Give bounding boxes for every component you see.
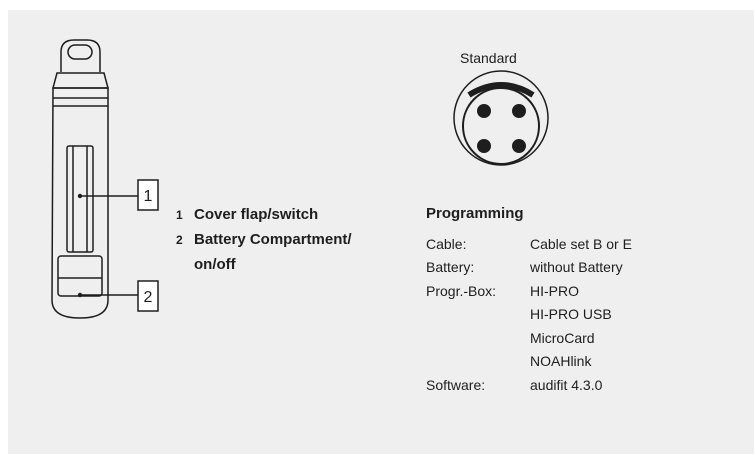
battery-compartment — [57, 255, 103, 297]
device-top-band — [52, 72, 109, 89]
callout-legend: 1 Cover flap/switch 2 Battery Compartmen… — [176, 202, 352, 277]
row-key: Battery: — [426, 259, 475, 276]
callout-box-1 — [137, 179, 159, 211]
legend-number: 1 — [176, 207, 183, 222]
programming-title: Programming — [426, 205, 524, 222]
legend-label: Battery Compartment/ — [194, 231, 352, 248]
standard-connector — [453, 70, 549, 166]
row-value: HI-PRO USB — [530, 306, 612, 323]
row-key: Software: — [426, 376, 486, 393]
legend-item: 1 Cover flap/switch — [176, 202, 352, 227]
table-row: NOAHlink — [426, 350, 632, 374]
callout-dot-1 — [77, 193, 83, 199]
row-key: Cable: — [426, 235, 467, 252]
device-loop-hole — [67, 44, 93, 60]
table-row: Cable: Cable set B or E — [426, 232, 632, 256]
diagram-panel — [8, 10, 754, 454]
table-row: MicroCard — [426, 326, 632, 350]
connector-inner-ring — [462, 87, 540, 165]
row-value: HI-PRO — [530, 282, 579, 299]
table-row: Battery: without Battery — [426, 256, 632, 280]
legend-item: 2 Battery Compartment/ — [176, 227, 352, 252]
table-row: HI-PRO USB — [426, 303, 632, 327]
device-loop — [60, 39, 101, 72]
legend-label: Cover flap/switch — [194, 206, 319, 223]
programming-table: Cable: Cable set B or E Battery: without… — [426, 232, 632, 397]
row-value: Cable set B or E — [530, 235, 632, 252]
row-value: without Battery — [530, 259, 623, 276]
connector-pin — [477, 139, 491, 153]
hearing-aid-device — [51, 39, 159, 319]
callout-number-1: 1 — [144, 188, 153, 205]
row-key — [426, 350, 530, 374]
row-value: MicroCard — [530, 329, 595, 346]
cover-flap-window — [66, 145, 94, 253]
row-key — [426, 303, 530, 327]
row-key: Progr.-Box: — [426, 282, 497, 299]
connector-label: Standard — [460, 50, 517, 66]
table-row: Progr.-Box: HI-PRO — [426, 279, 632, 303]
callout-dot-2 — [77, 292, 83, 298]
callout-dots — [77, 193, 83, 298]
row-value: audifit 4.3.0 — [530, 376, 603, 393]
callout-box-2 — [137, 280, 159, 312]
table-row: Software: audifit 4.3.0 — [426, 373, 632, 397]
row-value: NOAHlink — [530, 353, 592, 370]
connector-pin — [512, 139, 526, 153]
legend-number: 2 — [176, 232, 183, 247]
connector-key-arc — [467, 82, 535, 98]
device-body — [51, 87, 109, 319]
legend-label-continuation: on/off — [194, 256, 236, 273]
row-key — [426, 326, 530, 350]
connector-pin — [512, 104, 526, 118]
connector-pin — [477, 104, 491, 118]
callout-number-2: 2 — [144, 289, 153, 306]
